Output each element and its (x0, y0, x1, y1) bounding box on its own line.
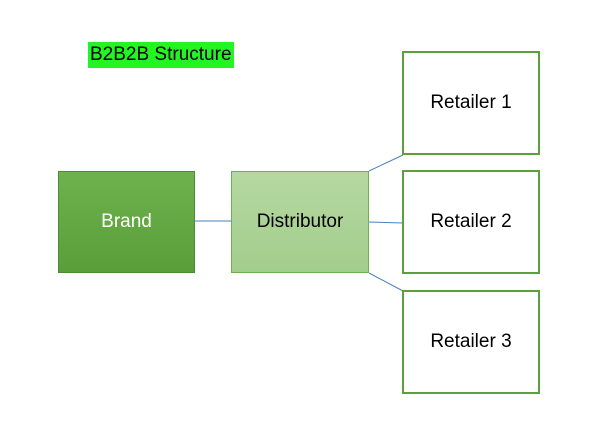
brand-node: Brand (58, 171, 195, 273)
connector-distributor-retailer-2 (368, 221, 404, 224)
retailer-2-node: Retailer 2 (402, 170, 540, 274)
retailer-1-label: Retailer 1 (430, 92, 512, 113)
connector-distributor-retailer-3 (368, 272, 404, 292)
distributor-label: Distributor (256, 211, 344, 232)
connector-distributor-retailer-1 (368, 154, 404, 172)
retailer-3-node: Retailer 3 (402, 290, 540, 394)
retailer-1-node: Retailer 1 (402, 51, 540, 155)
distributor-node: Distributor (231, 171, 369, 273)
retailer-2-label: Retailer 2 (430, 211, 512, 232)
brand-label: Brand (101, 211, 152, 232)
retailer-3-label: Retailer 3 (430, 331, 512, 352)
diagram-title: B2B2B Structure (88, 42, 234, 68)
